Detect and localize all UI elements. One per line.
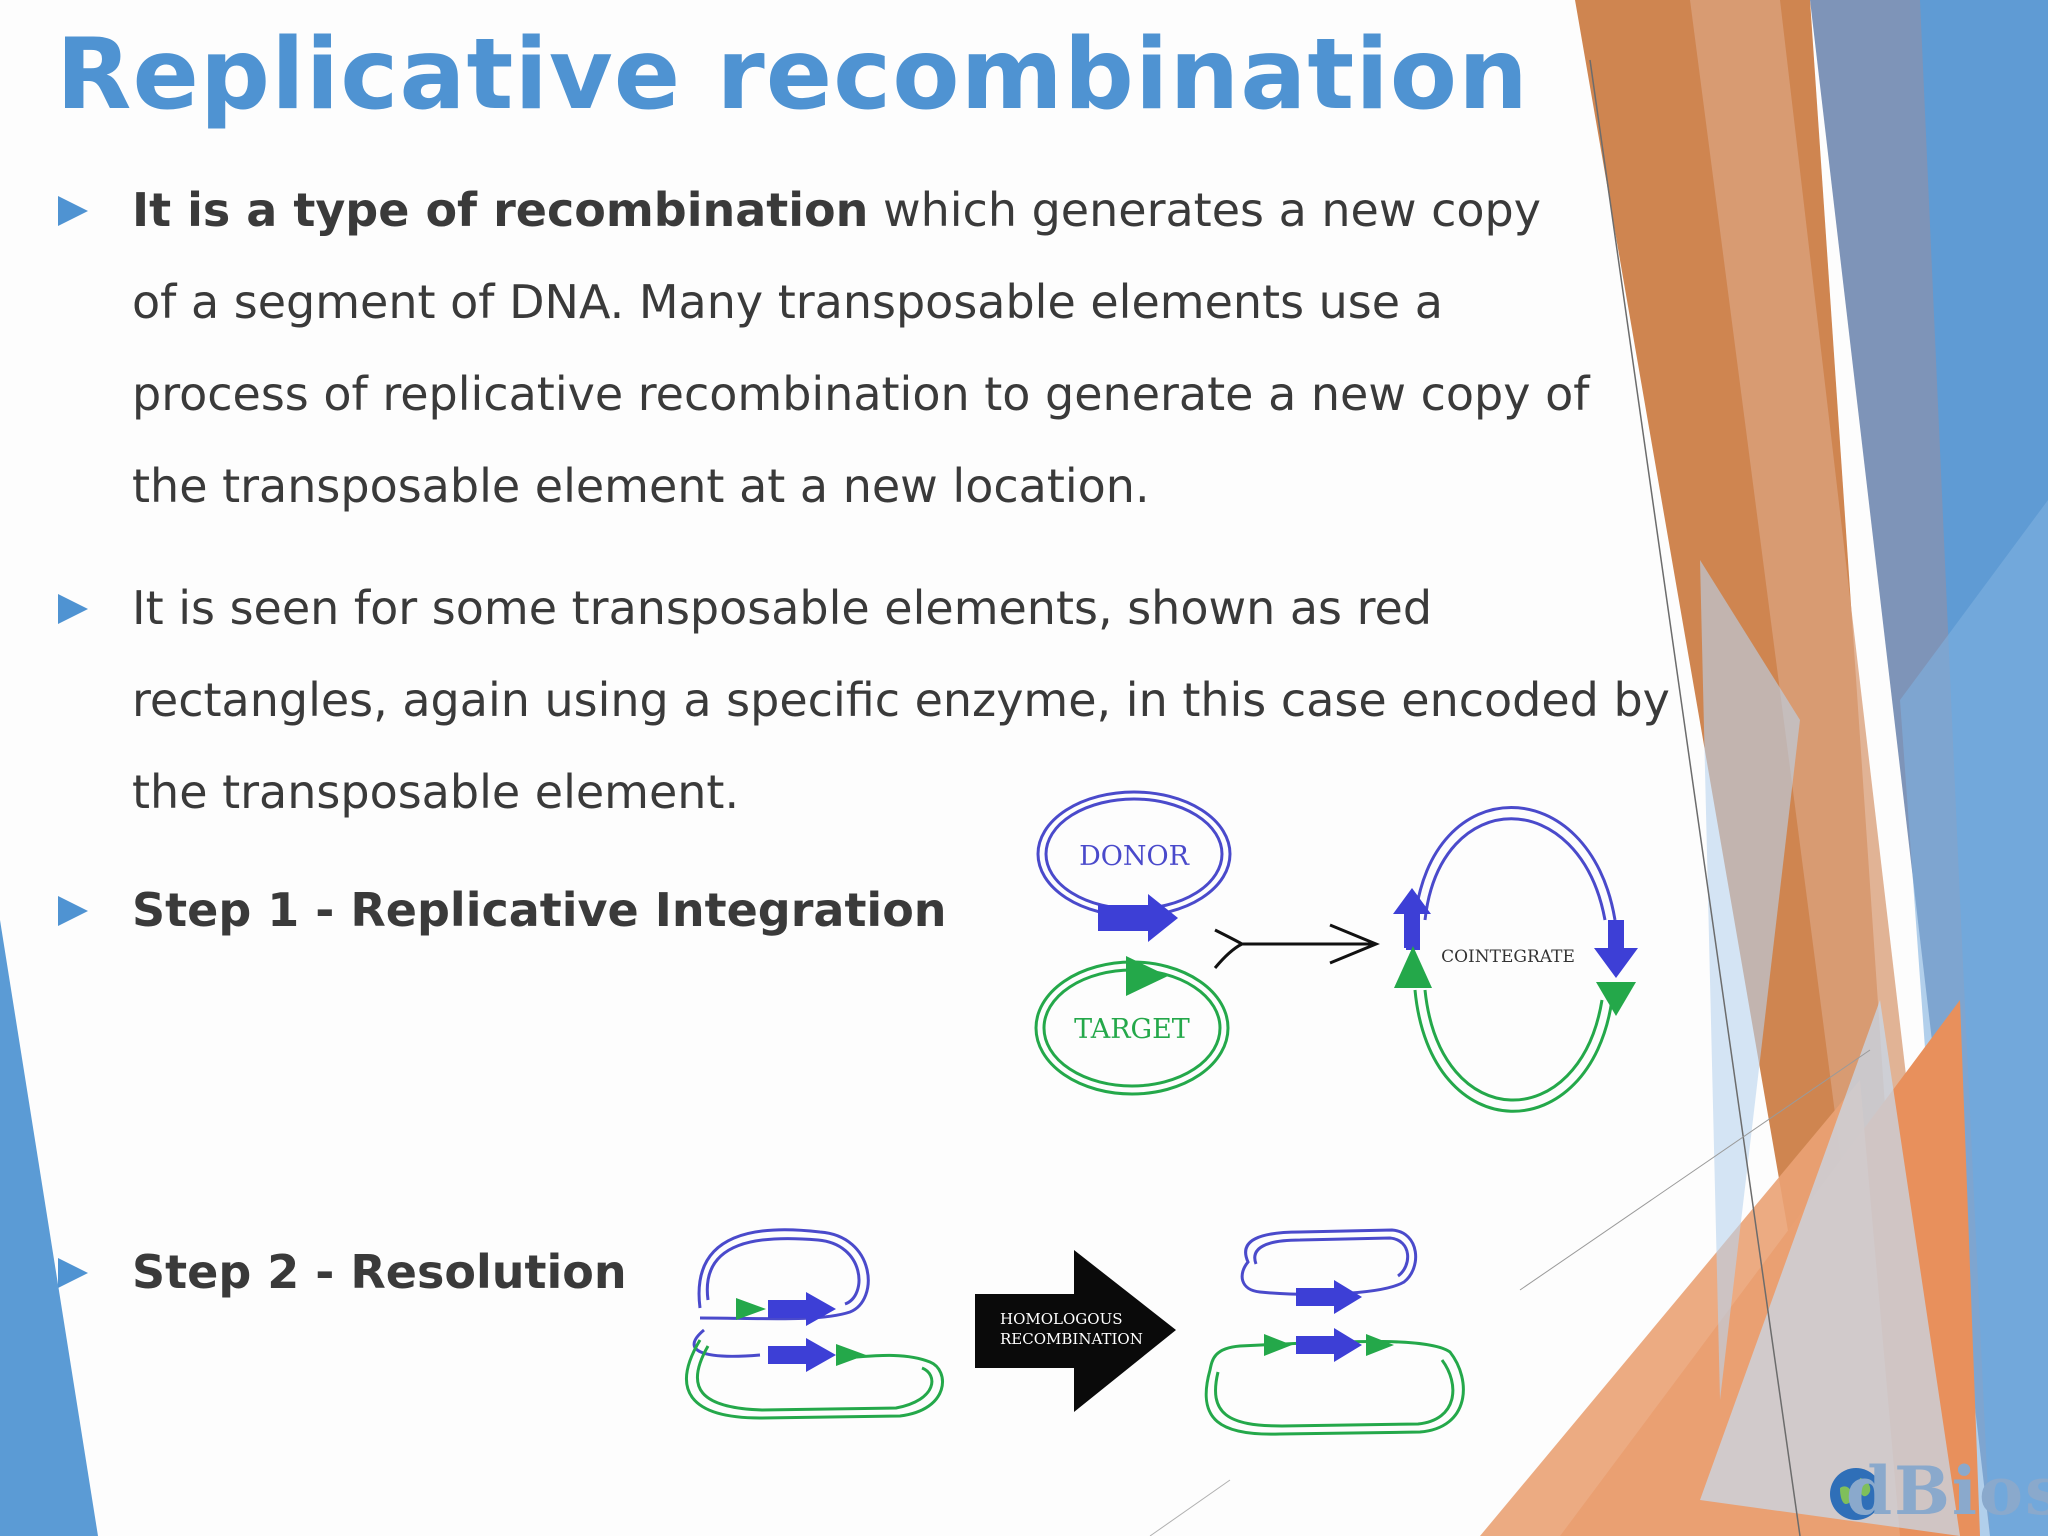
globe-icon (1830, 1468, 1882, 1520)
bullet-arrow-icon (58, 896, 88, 926)
dbios-logo: dBios (1826, 1452, 2048, 1532)
bullet-text: It is a type of recombination which gene… (132, 164, 1596, 532)
bullet-arrow-icon (58, 196, 88, 226)
step1-label: Step 1 - Replicative Integration (132, 883, 947, 937)
step2-label: Step 2 - Resolution (132, 1245, 627, 1299)
slide-title: Replicative recombination (56, 18, 1529, 132)
bullet-arrow-icon (58, 594, 88, 624)
logo-text: dBios (1846, 1452, 2048, 1530)
bullet-body-text: It is seen for some transposable element… (132, 581, 1670, 819)
bullet-bold-text: It is a type of recombination (132, 183, 869, 237)
bullet-body-text: which generates a new copy of a segment … (132, 183, 1590, 513)
bullet-arrow-icon (58, 1258, 88, 1288)
